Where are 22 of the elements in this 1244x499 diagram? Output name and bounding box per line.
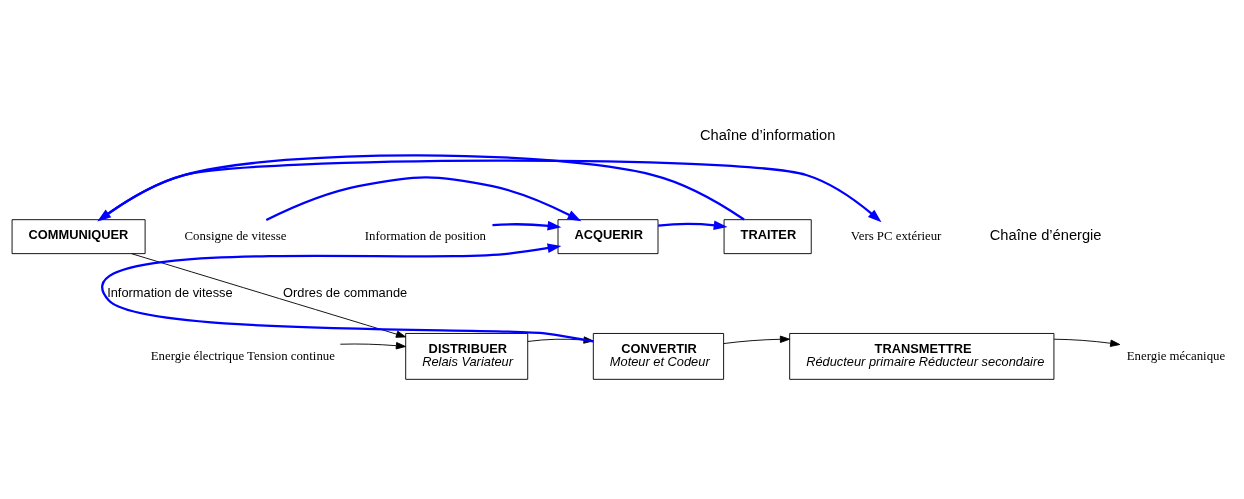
edge-label: Ordres de commande <box>283 284 408 300</box>
node-box: DISTRIBUER Relais Variateur <box>405 333 529 380</box>
node-box: TRANSMETTRE Réducteur primaire Réducteur secondaire <box>789 333 1055 380</box>
arrow <box>131 253 407 338</box>
arrow <box>1053 338 1121 347</box>
node-box: CONVERTIR Moteur et Codeur <box>592 333 725 380</box>
node-box: ACQUERIR <box>557 219 659 255</box>
node-text: Energie mécanique <box>1126 348 1226 363</box>
arrow <box>723 335 790 344</box>
arrow <box>339 342 406 350</box>
label: Chaîne d’information <box>699 126 836 143</box>
node-box: COMMUNIQUER <box>11 219 146 255</box>
node-text: Consigne de vitesse <box>184 229 287 244</box>
edge-label: Information de vitesse <box>107 284 233 300</box>
node-box: TRAITER <box>723 219 812 255</box>
arrow <box>265 176 582 222</box>
node-text: Energie électrique Tension continue <box>150 348 335 363</box>
node-text: Information de position <box>364 229 486 244</box>
node-text: Vers PC extérieur <box>850 229 942 244</box>
arrow <box>492 220 562 231</box>
label: Chaîne d’énergie <box>989 227 1102 244</box>
arrow <box>658 220 728 231</box>
